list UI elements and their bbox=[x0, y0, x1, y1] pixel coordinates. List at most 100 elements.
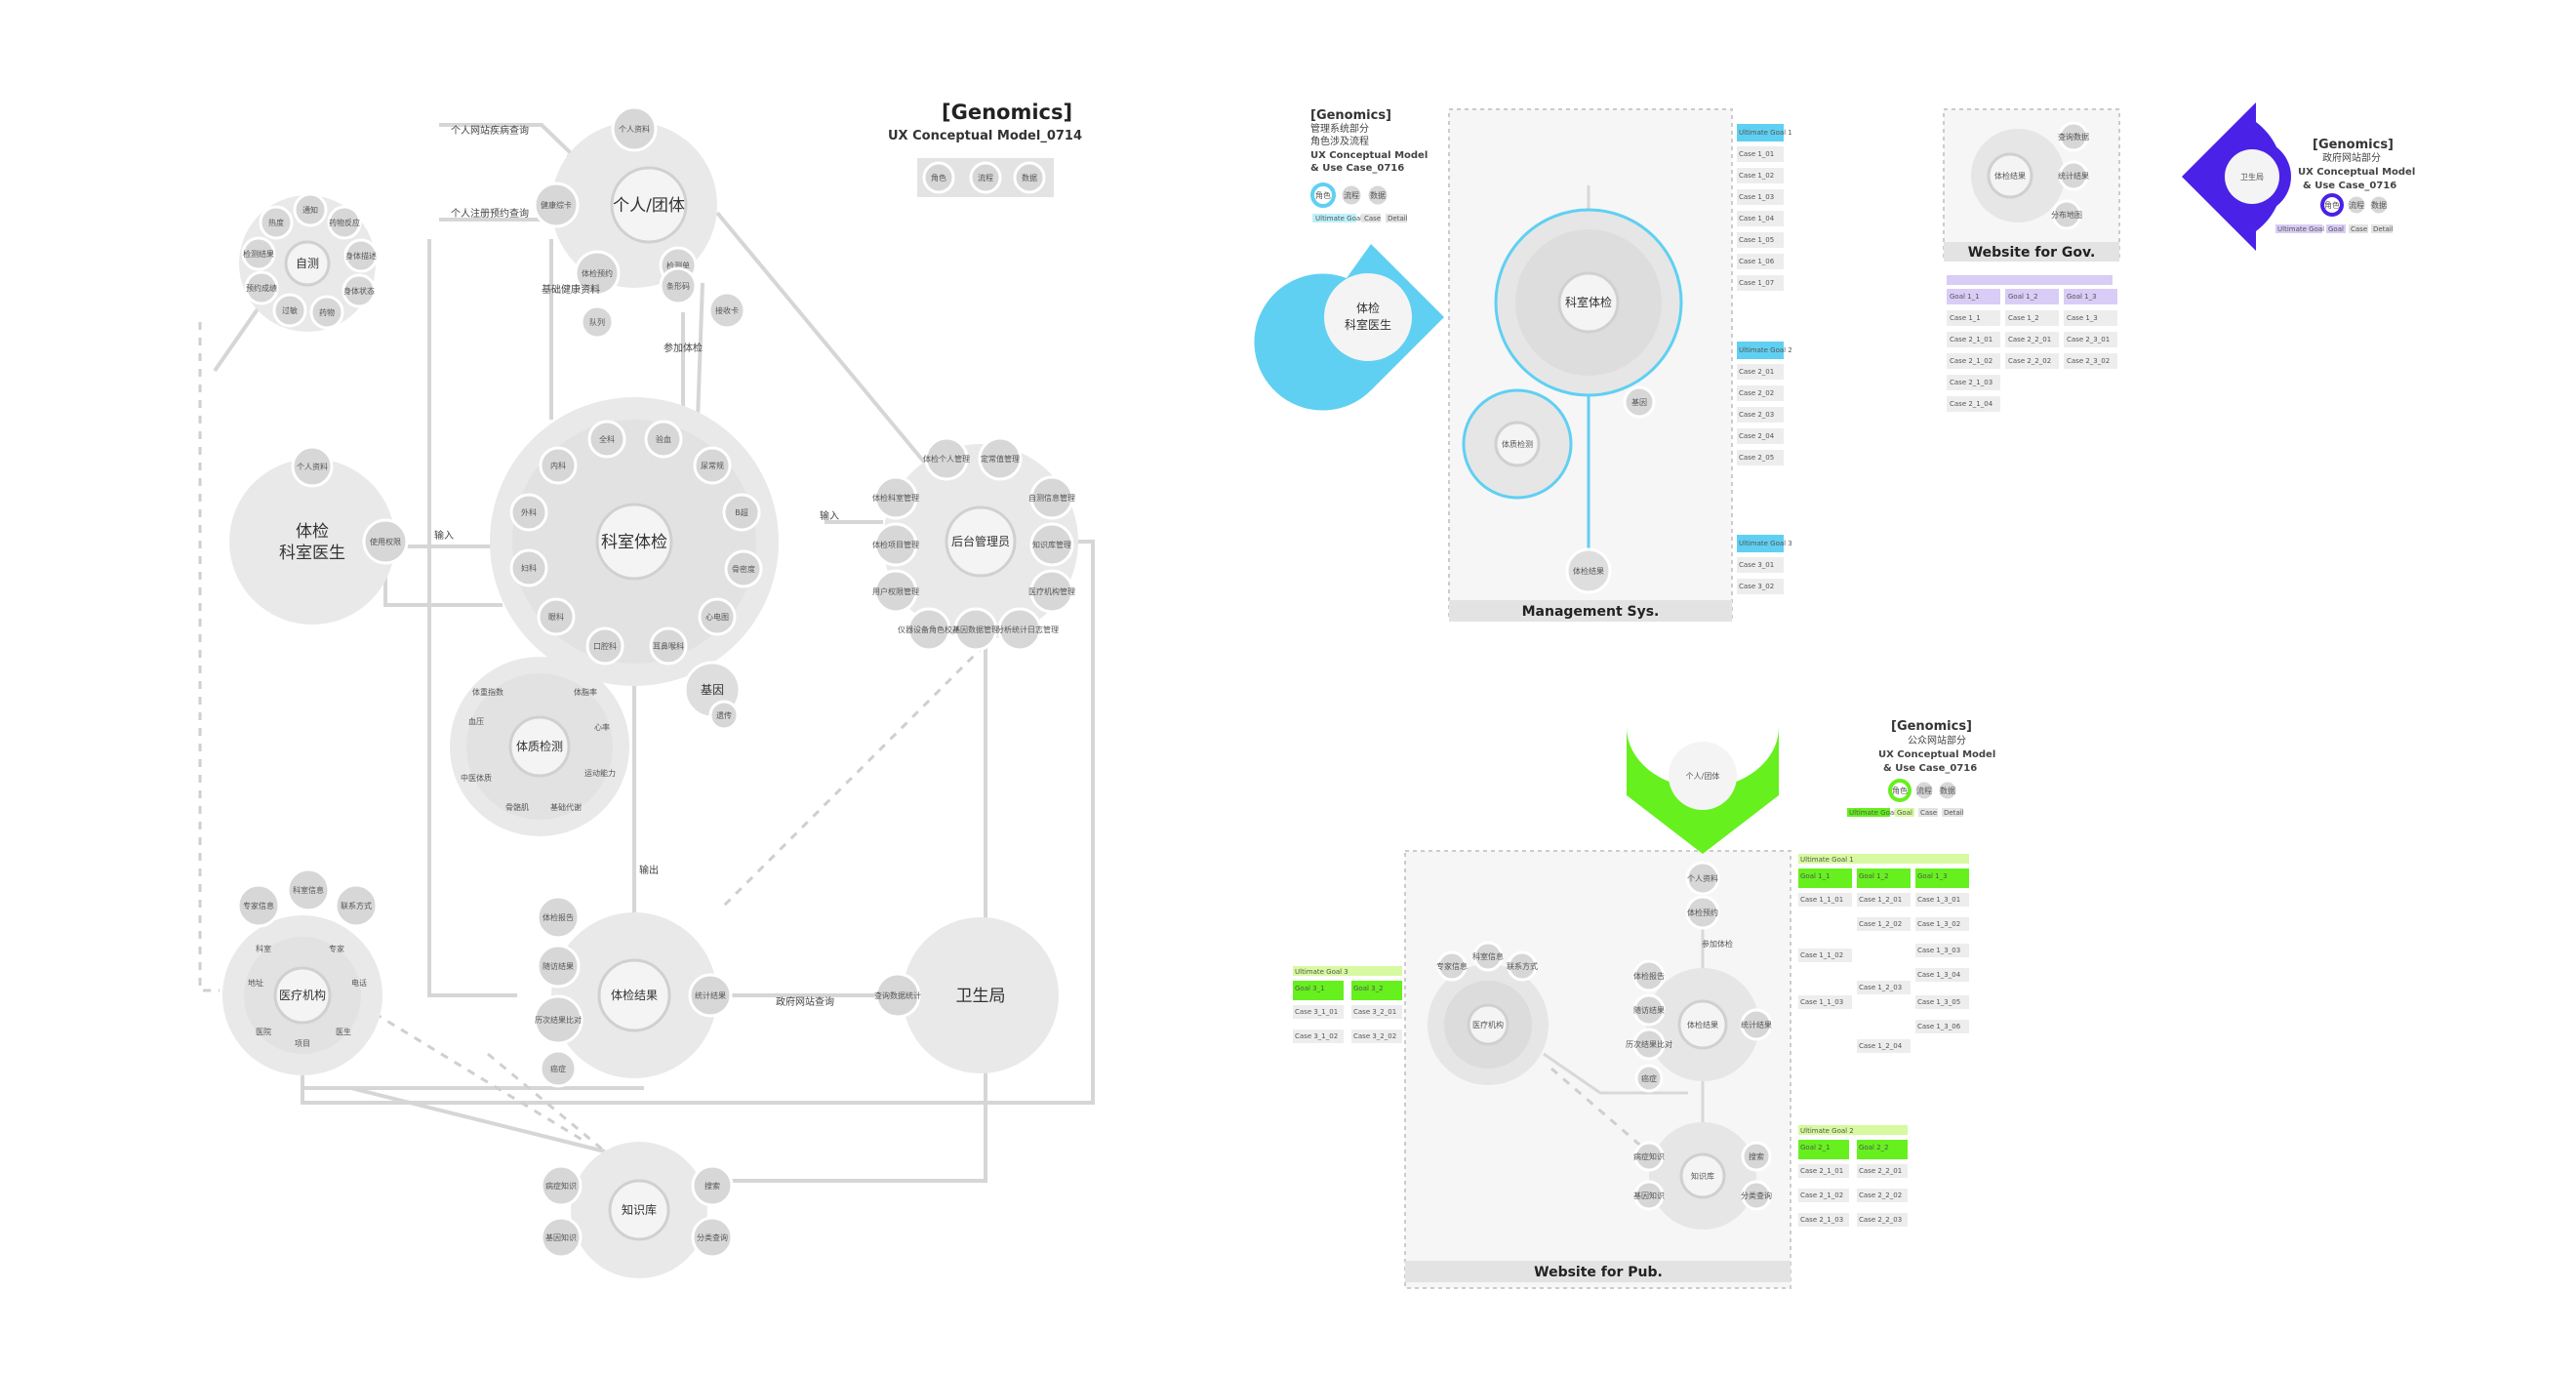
svg-text:病症知识: 病症知识 bbox=[1633, 1151, 1665, 1161]
svg-text:眼科: 眼科 bbox=[548, 612, 564, 622]
physique-test-hub: 体质检测 体重指数 体脂率 血压 心率 中医体质 运动能力 骨骼肌 基础代谢 bbox=[450, 657, 629, 836]
svg-text:基因知识: 基因知识 bbox=[1633, 1191, 1665, 1200]
svg-text:Case 2_02: Case 2_02 bbox=[1739, 389, 1774, 397]
svg-text:Goal 1_1: Goal 1_1 bbox=[1800, 872, 1831, 880]
svg-text:癌症: 癌症 bbox=[550, 1064, 566, 1073]
svg-text:Goal 1_2: Goal 1_2 bbox=[1859, 872, 1889, 880]
svg-text:Case 2_1_02: Case 2_1_02 bbox=[1950, 357, 1992, 365]
backend-admin-hub: 后台管理员 体检个人管理 定常值管理 自测信息管理 知识库管理 医疗机构管理 网… bbox=[872, 436, 1078, 652]
svg-text:Case: Case bbox=[2351, 225, 2367, 233]
svg-text:卫生局: 卫生局 bbox=[956, 987, 1006, 1006]
svg-text:Case 1_1: Case 1_1 bbox=[1950, 314, 1981, 322]
svg-text:Case 1_2_03: Case 1_2_03 bbox=[1859, 984, 1902, 991]
svg-text:科室: 科室 bbox=[256, 944, 271, 953]
individual-hub-label: 个人/团体 bbox=[613, 196, 685, 216]
svg-text:基础健康资料: 基础健康资料 bbox=[542, 283, 600, 296]
svg-text:自测: 自测 bbox=[296, 257, 319, 270]
svg-text:Case 1_3: Case 1_3 bbox=[2067, 314, 2098, 322]
svg-text:Case 1_02: Case 1_02 bbox=[1739, 172, 1774, 180]
svg-text:Case 3_2_01: Case 3_2_01 bbox=[1353, 1008, 1396, 1016]
svg-text:Case 2_01: Case 2_01 bbox=[1739, 368, 1774, 376]
svg-text:体质检测: 体质检测 bbox=[1502, 439, 1533, 449]
svg-text:Goal 1_3: Goal 1_3 bbox=[2067, 293, 2097, 301]
svg-text:统计结果: 统计结果 bbox=[2058, 171, 2089, 181]
svg-text:体质检测: 体质检测 bbox=[516, 739, 563, 753]
svg-text:流程: 流程 bbox=[1916, 786, 1932, 795]
svg-text:定常值管理: 定常值管理 bbox=[981, 454, 1020, 464]
svg-text:基因知识: 基因知识 bbox=[545, 1232, 577, 1242]
svg-text:Case 2_1_03: Case 2_1_03 bbox=[1800, 1216, 1843, 1224]
left-subtitle: UX Conceptual Model_0714 bbox=[888, 129, 1082, 143]
svg-text:Case 3_02: Case 3_02 bbox=[1739, 583, 1774, 590]
svg-text:全科: 全科 bbox=[599, 434, 615, 444]
svg-text:科室信息: 科室信息 bbox=[1472, 951, 1504, 961]
svg-text:历次结果比对: 历次结果比对 bbox=[1626, 1039, 1672, 1049]
svg-text:Case 1_06: Case 1_06 bbox=[1739, 258, 1775, 265]
svg-text:政府网站查询: 政府网站查询 bbox=[776, 995, 834, 1008]
svg-text:Case 3_1_02: Case 3_1_02 bbox=[1295, 1032, 1338, 1040]
svg-text:Goal 1_1: Goal 1_1 bbox=[1950, 293, 1980, 301]
svg-text:Ultimate Goal: Ultimate Goal bbox=[1849, 809, 1896, 817]
svg-text:Case 2_2_01: Case 2_2_01 bbox=[2008, 336, 2051, 343]
svg-text:Case 2_2_03: Case 2_2_03 bbox=[1859, 1216, 1902, 1224]
svg-text:专家信息: 专家信息 bbox=[1436, 961, 1468, 971]
svg-text:分类查询: 分类查询 bbox=[697, 1232, 728, 1242]
svg-text:Case 2_2_01: Case 2_2_01 bbox=[1859, 1167, 1902, 1175]
institution-hub: 医疗机构 专家信息 科室信息 联系方式 科室 专家 地址 电话 医院 项目 医生 bbox=[222, 868, 382, 1075]
svg-text:遗传: 遗传 bbox=[716, 710, 732, 720]
svg-text:体检预约: 体检预约 bbox=[582, 268, 613, 278]
svg-text:检测单: 检测单 bbox=[666, 261, 690, 270]
svg-text:后台管理员: 后台管理员 bbox=[951, 534, 1010, 548]
svg-text:Goal 2_1: Goal 2_1 bbox=[1800, 1144, 1831, 1151]
svg-text:药物反应: 药物反应 bbox=[329, 218, 360, 227]
svg-text:Case 1_3_04: Case 1_3_04 bbox=[1917, 971, 1961, 979]
svg-text:Case 1_05: Case 1_05 bbox=[1739, 236, 1774, 244]
svg-text:随访结果: 随访结果 bbox=[543, 961, 574, 971]
svg-text:体检报告: 体检报告 bbox=[543, 912, 574, 922]
svg-text:个人注册预约查询: 个人注册预约查询 bbox=[451, 207, 529, 220]
svg-text:医疗机构管理: 医疗机构管理 bbox=[1028, 586, 1075, 596]
svg-text:Website for Gov.: Website for Gov. bbox=[1968, 245, 2096, 261]
svg-text:B超: B超 bbox=[735, 507, 748, 517]
svg-text:知识库: 知识库 bbox=[622, 1202, 657, 1217]
svg-text:身体状态: 身体状态 bbox=[343, 286, 375, 296]
svg-text:尿常规: 尿常规 bbox=[701, 461, 724, 470]
svg-text:身体描述: 身体描述 bbox=[345, 251, 377, 261]
svg-text:Ultimate Goal: Ultimate Goal bbox=[2277, 225, 2324, 233]
svg-text:Goal 1_2: Goal 1_2 bbox=[2008, 293, 2038, 301]
svg-text:药物: 药物 bbox=[319, 307, 335, 317]
svg-text:Ultimate Goal 1: Ultimate Goal 1 bbox=[1800, 856, 1854, 864]
svg-text:知识库管理: 知识库管理 bbox=[1032, 540, 1071, 549]
exam-result-hub: 体检结果 体检报告 随访结果 历次结果比对 癌症 统计结果 bbox=[533, 895, 733, 1088]
svg-text:[Genomics]: [Genomics] bbox=[1310, 108, 1391, 123]
svg-text:Case 2_1_01: Case 2_1_01 bbox=[1950, 336, 1992, 343]
svg-text:Case 1_2_04: Case 1_2_04 bbox=[1859, 1042, 1903, 1050]
svg-text:Ultimate Goal: Ultimate Goal bbox=[1315, 215, 1362, 222]
svg-text:Case 1_03: Case 1_03 bbox=[1739, 193, 1774, 201]
svg-text:随访结果: 随访结果 bbox=[1633, 1005, 1665, 1015]
edge-labels: 个人网站疾病查询 个人注册预约查询 输入 输入 输出 政府网站查询 参加体检 基… bbox=[434, 124, 839, 1008]
svg-text:妇科: 妇科 bbox=[521, 563, 537, 573]
svg-text:流程: 流程 bbox=[978, 173, 993, 182]
svg-text:Case 3_01: Case 3_01 bbox=[1739, 561, 1774, 569]
svg-text:分布地图: 分布地图 bbox=[2051, 210, 2082, 220]
knowledge-base-hub: 知识库 病症知识 基因知识 搜索 分类查询 bbox=[540, 1142, 734, 1278]
svg-text:科室信息: 科室信息 bbox=[293, 885, 324, 895]
svg-text:Ultimate Goal 3: Ultimate Goal 3 bbox=[1295, 968, 1348, 976]
svg-text:Case 1_1_01: Case 1_1_01 bbox=[1800, 896, 1843, 904]
svg-text:专家信息: 专家信息 bbox=[243, 901, 274, 910]
svg-text:Website for Pub.: Website for Pub. bbox=[1534, 1265, 1663, 1280]
svg-text:体检: 体检 bbox=[1356, 301, 1380, 315]
svg-text:通知: 通知 bbox=[302, 205, 318, 215]
svg-text:口腔科: 口腔科 bbox=[593, 641, 617, 651]
svg-text:Case 2_05: Case 2_05 bbox=[1739, 454, 1774, 462]
svg-text:自测信息管理: 自测信息管理 bbox=[1028, 493, 1075, 503]
svg-text:Case 1_01: Case 1_01 bbox=[1739, 150, 1774, 158]
svg-text:搜索: 搜索 bbox=[1749, 1151, 1764, 1161]
svg-text:Case 1_3_02: Case 1_3_02 bbox=[1917, 920, 1960, 928]
svg-text:UX Conceptual Model: UX Conceptual Model bbox=[1310, 150, 1428, 161]
department-exam-hub: 科室体检 全科 验血 尿常规 B超 骨密度 心电图 耳鼻喉科 口腔科 眼科 妇科… bbox=[490, 397, 779, 686]
svg-text:分类查询: 分类查询 bbox=[1741, 1191, 1772, 1200]
svg-text:角色: 角色 bbox=[2324, 200, 2340, 210]
